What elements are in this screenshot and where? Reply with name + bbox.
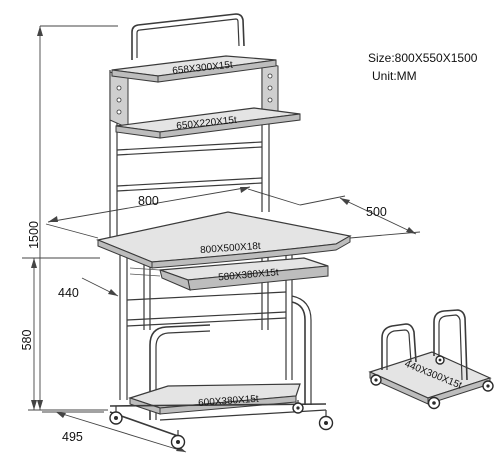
keyboard-tray [129,257,329,291]
desk-frame [109,13,312,420]
depth-dimension [299,195,421,239]
cpu-stand [368,309,494,410]
unit-info: Unit:MM [372,69,417,83]
depth-label: 500 [366,205,387,219]
tray-offset-label: 440 [58,286,79,300]
height-dimension [37,25,118,410]
base-depth-label: 495 [62,430,83,444]
caster-wheel-rear-left [109,406,123,425]
caster-wheel-rear-right [292,400,304,414]
desk-height-label: 580 [20,330,34,351]
upper-shelf [115,107,301,139]
keyboard-tray-label: 580X380X15t [218,267,280,283]
width-label: 800 [138,194,159,208]
caster-wheel-front-left [170,430,186,450]
size-info: Size:800X550X1500 [368,51,478,65]
height-label: 1500 [27,221,41,249]
bottom-shelf-label: 600X380X15t [198,394,259,409]
desk-height-dimension [22,257,100,410]
caster-wheel-front-right [318,410,334,431]
width-dimension [45,186,301,239]
tray-offset-dimension [81,277,119,297]
desktop-label: 800X500X18t [200,241,261,256]
desktop [95,211,352,269]
top-shelf [111,55,277,83]
